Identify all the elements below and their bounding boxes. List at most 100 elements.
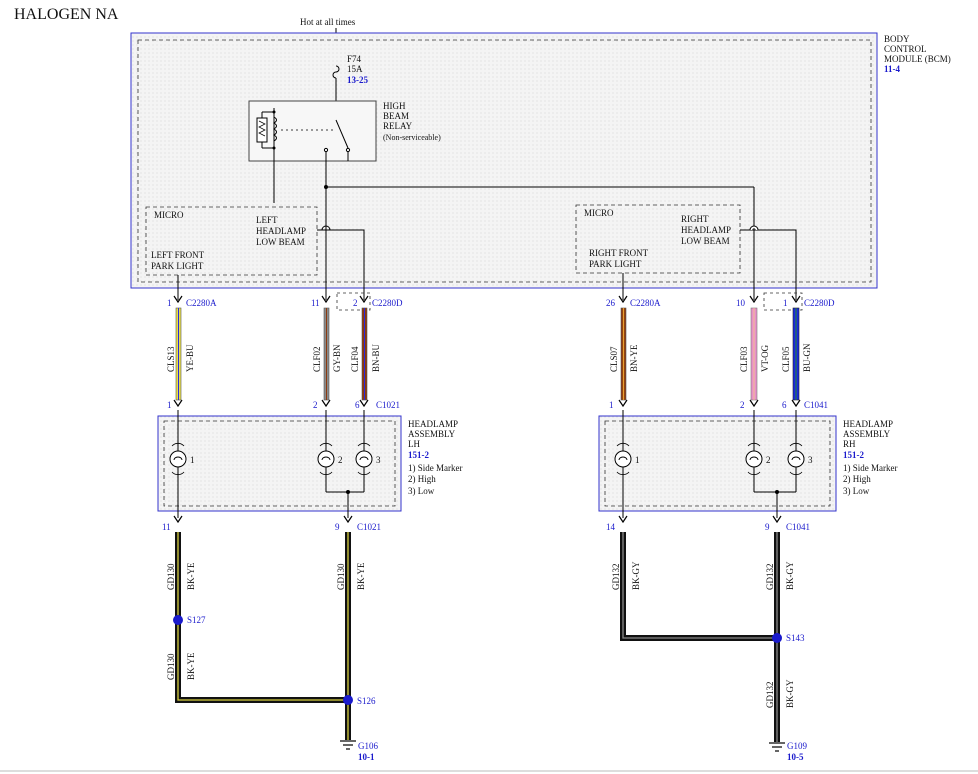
wire-cls13-circuit: CLS13 — [166, 346, 176, 372]
wire-clf02-color: GY-BN — [332, 344, 342, 372]
micro-left-park-2: PARK LIGHT — [151, 261, 204, 271]
splice-s126[interactable] — [343, 695, 353, 705]
wire-cls07-circuit: CLS07 — [609, 346, 619, 372]
ground-g106-ref-link[interactable]: 10-1 — [358, 752, 375, 762]
connector-c1021-bottom[interactable]: C1021 — [357, 522, 381, 532]
lamp-lh-side-marker-icon — [169, 442, 187, 476]
wire-clf05-color: BU-GN — [802, 343, 812, 372]
connector-c2280d-left[interactable]: C2280D — [372, 298, 403, 308]
wire-gd132-color-1: BK-GY — [631, 561, 641, 590]
fuse-icon — [332, 65, 340, 79]
pin-l-gnd-2: 9 — [335, 522, 340, 532]
pin-rl-bot: 6 — [782, 400, 787, 410]
ground-g109-ref-link[interactable]: 10-5 — [787, 752, 804, 762]
lamp-rh-side-marker-icon — [614, 442, 632, 476]
connector-c2280d-right[interactable]: C2280D — [804, 298, 835, 308]
lamp-lh-low-icon — [355, 442, 373, 476]
lamp-rh-num-1: 1 — [635, 455, 640, 465]
lamp-lh-num-3: 3 — [376, 455, 381, 465]
fuse-ref-link[interactable]: 13-25 — [347, 75, 368, 85]
headlamp-lh-label-1: HEADLAMP — [408, 419, 458, 429]
relay-label-1: HIGH — [383, 101, 406, 111]
splice-s143[interactable] — [772, 633, 782, 643]
lamp-rh-high-icon — [745, 442, 763, 476]
pin-r-gnd-1: 14 — [606, 522, 616, 532]
wire-gd132-circuit-1: GD132 — [611, 564, 621, 591]
micro-right-box — [575, 204, 741, 274]
hot-label: Hot at all times — [300, 17, 356, 27]
fuse-name: F74 — [347, 54, 362, 64]
pin-lp-top: 1 — [167, 298, 172, 308]
connector-c1021-top[interactable]: C1021 — [376, 400, 400, 410]
bcm-ref-link[interactable]: 11-4 — [884, 64, 901, 74]
wire-clf03-color: VT-OG — [760, 344, 770, 372]
micro-left-low-2: HEADLAMP — [256, 226, 306, 236]
wire-gd132-circuit-2: GD132 — [765, 564, 775, 591]
micro-left-low-3: LOW BEAM — [256, 237, 305, 247]
connector-c1041-top[interactable]: C1041 — [804, 400, 828, 410]
headlamp-rh-label-2: ASSEMBLY — [843, 429, 891, 439]
micro-left-title: MICRO — [154, 210, 184, 220]
wire-gd130-circuit-3: GD130 — [336, 563, 346, 590]
lamp-rh-num-3: 3 — [808, 455, 813, 465]
pin-lp-bot: 1 — [167, 400, 172, 410]
wire-gd130-circuit-2: GD130 — [166, 653, 176, 680]
headlamp-lh-key-2: 2) High — [408, 474, 436, 484]
wire-cls13[interactable] — [175, 307, 182, 401]
wire-clf05[interactable] — [792, 307, 800, 401]
relay-label-3: RELAY — [383, 121, 413, 131]
relay-label-4: (Non-serviceable) — [383, 133, 441, 142]
micro-right-low-2: HEADLAMP — [681, 225, 731, 235]
pin-lh-bot: 2 — [313, 400, 318, 410]
wire-gd130-color-2: BK-YE — [186, 652, 196, 680]
connector-c2280a-right[interactable]: C2280A — [630, 298, 661, 308]
lamp-rh-low-icon — [787, 442, 805, 476]
diagram-title: HALOGEN NA — [14, 6, 119, 23]
ground-g106-icon — [340, 740, 356, 750]
splice-s127-label: S127 — [187, 615, 206, 625]
headlamp-rh-label-3: RH — [843, 439, 856, 449]
wire-clf03-circuit: CLF03 — [739, 346, 749, 372]
wire-clf04[interactable] — [361, 307, 368, 401]
micro-right-low-1: RIGHT — [681, 214, 709, 224]
headlamp-rh-key-2: 2) High — [843, 474, 871, 484]
fuse-rating: 15A — [347, 64, 363, 74]
pin-rh-top: 10 — [736, 298, 746, 308]
wire-clf04-circuit: CLF04 — [350, 346, 360, 372]
wire-gd132-color-2: BK-GY — [785, 561, 795, 590]
ground-g106-label: G106 — [358, 741, 378, 751]
wire-clf05-circuit: CLF05 — [781, 346, 791, 372]
headlamp-lh-label-3: LH — [408, 439, 420, 449]
wire-clf03[interactable] — [750, 307, 758, 401]
relay-coil-icon — [256, 108, 277, 150]
wire-gd132[interactable] — [620, 532, 780, 742]
micro-right-title: MICRO — [584, 208, 614, 218]
relay-switch-icon — [323, 119, 351, 153]
wire-clf02-circuit: CLF02 — [312, 346, 322, 372]
wire-clf04-color: BN-BU — [371, 343, 381, 372]
pin-r-gnd-2: 9 — [765, 522, 770, 532]
splice-s127[interactable] — [173, 615, 183, 625]
headlamp-rh-ref-link[interactable]: 151-2 — [843, 450, 864, 460]
headlamp-rh-key-3: 3) Low — [843, 486, 870, 496]
bcm-label-2: CONTROL — [884, 44, 927, 54]
connector-c1041-bottom[interactable]: C1041 — [786, 522, 810, 532]
wire-cls07[interactable] — [620, 307, 627, 401]
lamp-lh-num-2: 2 — [338, 455, 343, 465]
micro-left-low-1: LEFT — [256, 215, 278, 225]
wire-clf02[interactable] — [323, 307, 330, 401]
micro-left-park-1: LEFT FRONT — [151, 250, 205, 260]
pin-rp-top: 26 — [606, 298, 616, 308]
wire-gd130-circuit-1: GD130 — [166, 563, 176, 590]
pin-rl-top: 1 — [783, 298, 788, 308]
headlamp-lh-label-2: ASSEMBLY — [408, 429, 456, 439]
splice-s126-label: S126 — [357, 696, 376, 706]
connector-c2280a-left[interactable]: C2280A — [186, 298, 217, 308]
headlamp-lh-key-3: 3) Low — [408, 486, 435, 496]
micro-right-park-2: PARK LIGHT — [589, 259, 642, 269]
headlamp-lh-ref-link[interactable]: 151-2 — [408, 450, 429, 460]
headlamp-rh-key-1: 1) Side Marker — [843, 463, 897, 473]
wire-cls07-color: BN-YE — [629, 344, 639, 372]
wire-gd130[interactable] — [175, 532, 351, 740]
